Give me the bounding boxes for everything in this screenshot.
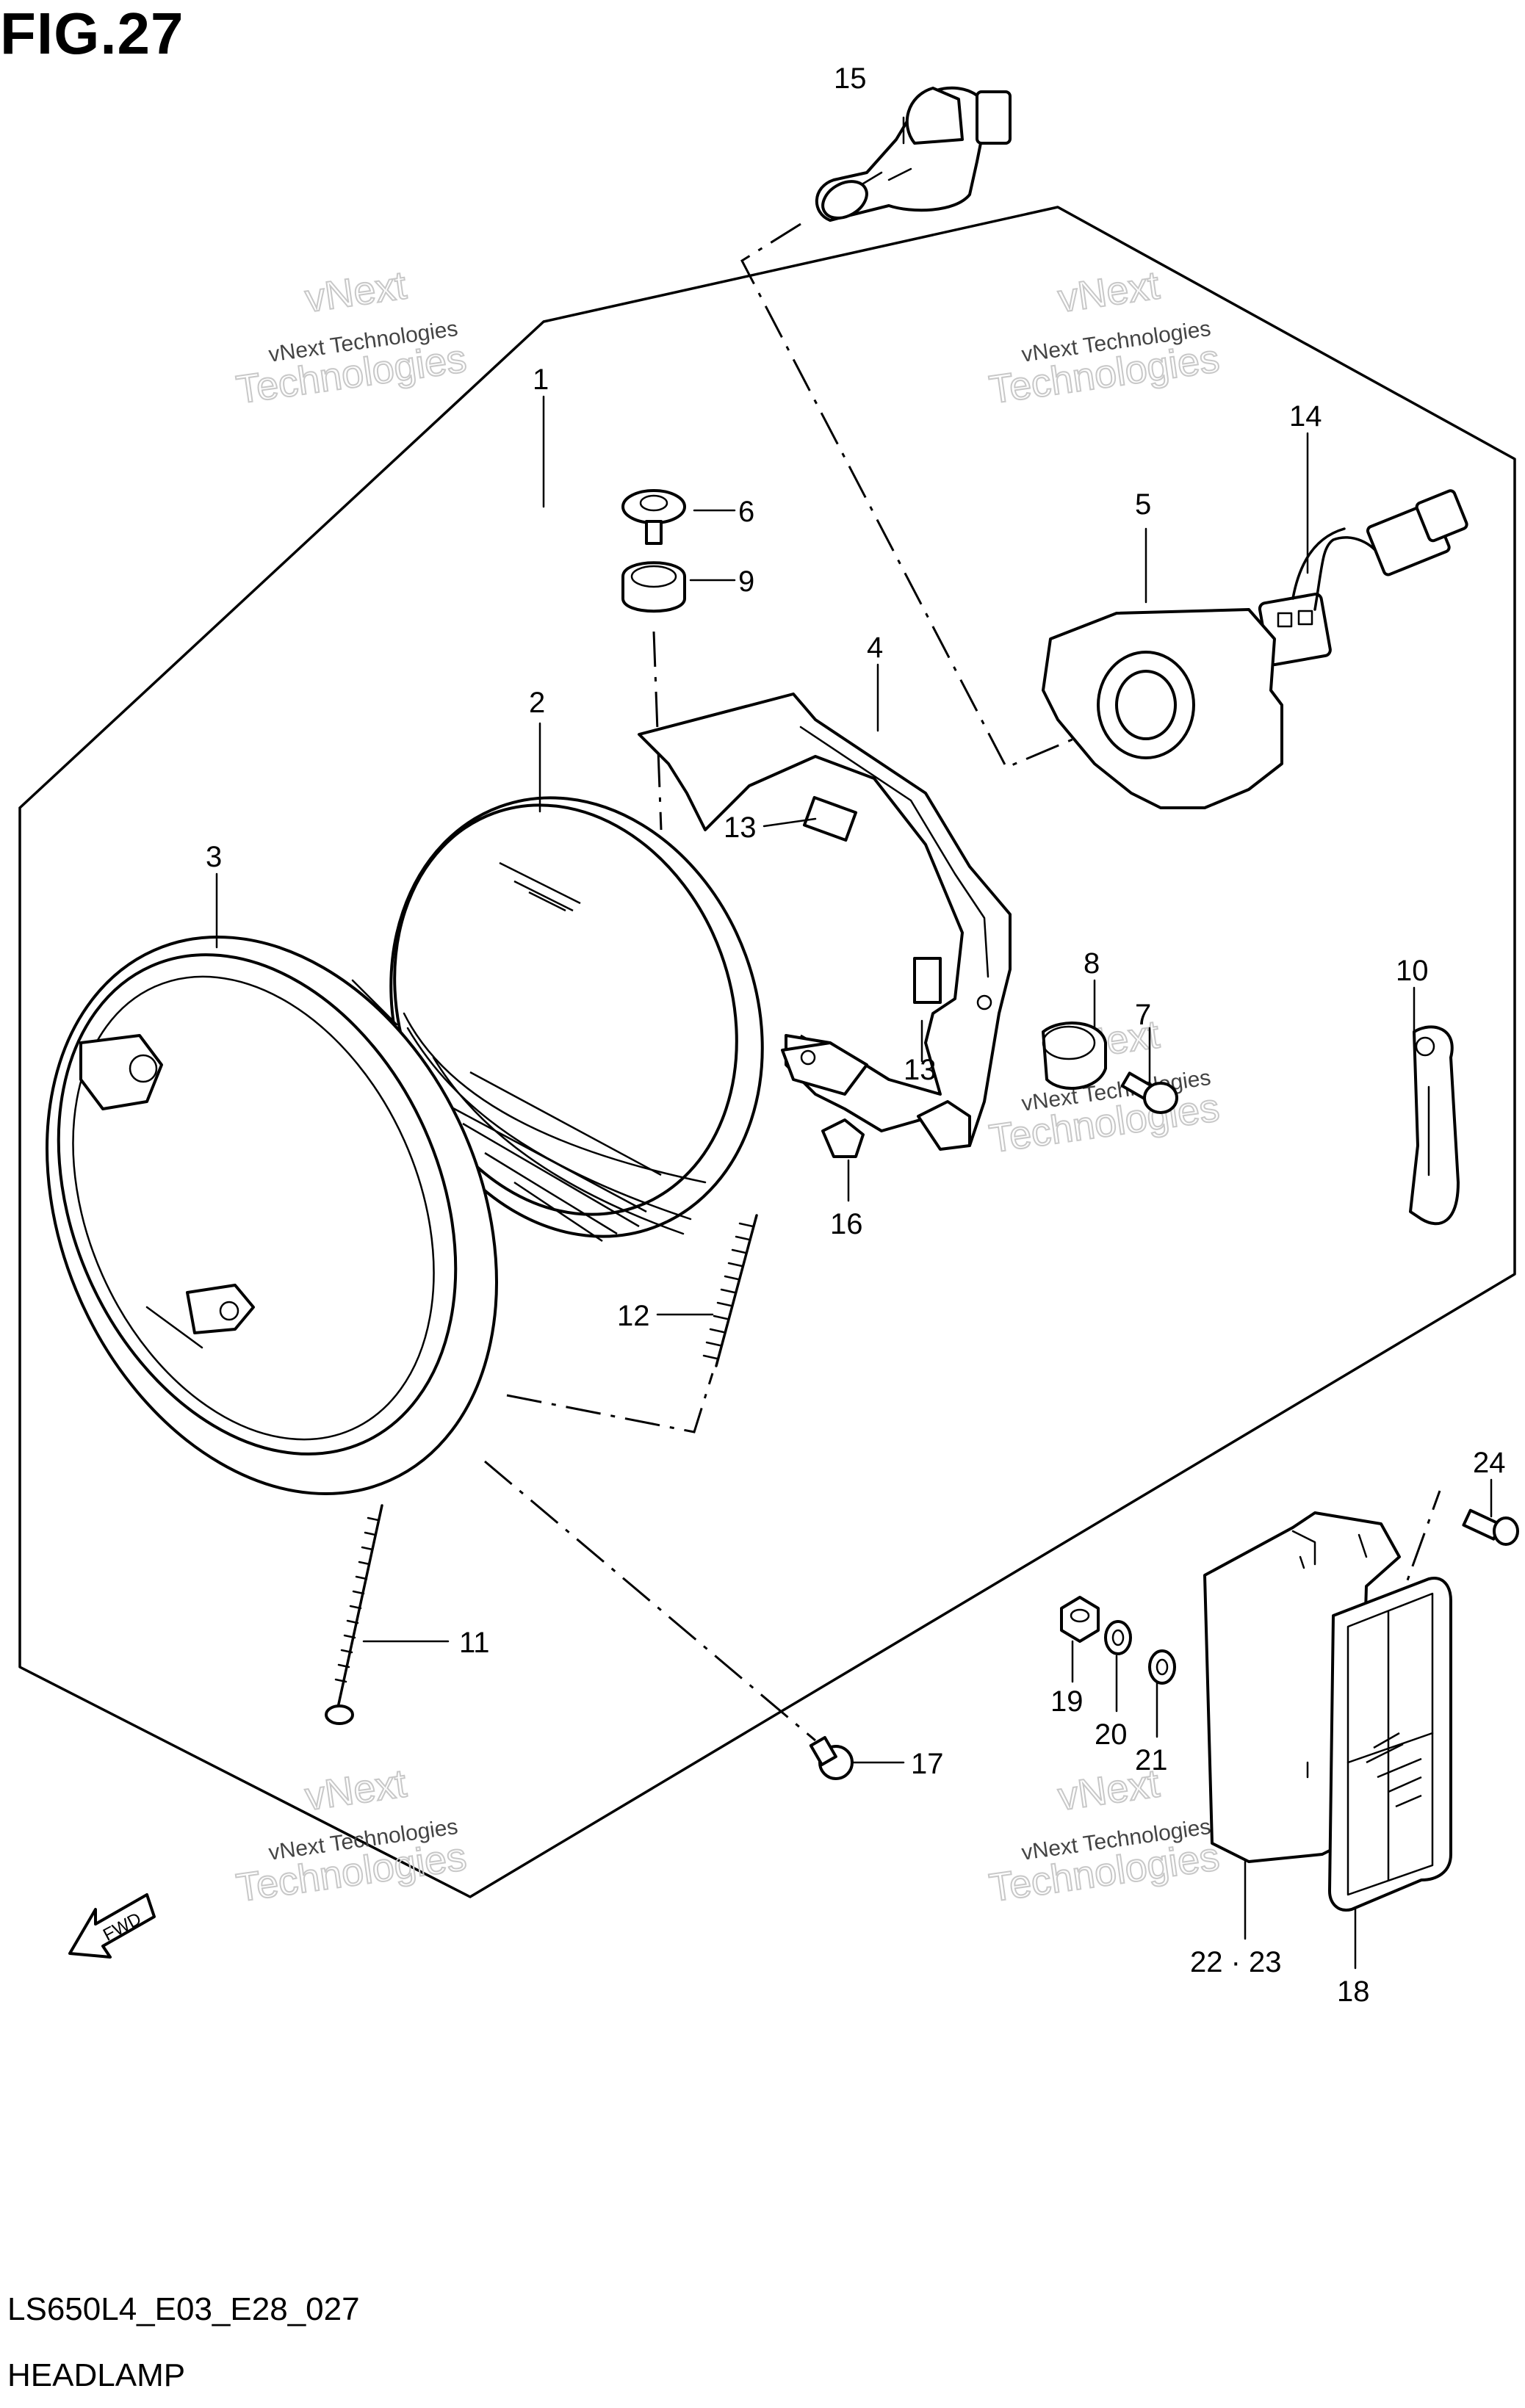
part-12-spring <box>702 1214 758 1367</box>
watermark-text: vNext <box>1056 263 1162 321</box>
part-7-screw <box>1120 1071 1178 1114</box>
callout-15: 14 <box>1289 400 1322 433</box>
figure-code: LS650L4_E03_E28_027 <box>7 2291 360 2327</box>
part-17-bolt <box>809 1736 854 1780</box>
callout-18: 18 <box>1337 1975 1370 2008</box>
part-16-bulb <box>815 86 1012 222</box>
assembly-frame <box>18 206 1516 1898</box>
callout-14: 16 <box>830 1208 863 1240</box>
callout-1: 1 <box>533 364 549 396</box>
watermark-text: vNext <box>303 263 409 321</box>
part-24-screw <box>1462 1508 1519 1546</box>
part-10-bracket <box>1409 1025 1460 1226</box>
callout-13: 13 <box>724 811 757 844</box>
callout-16: 15 <box>834 62 867 95</box>
part-9-grommet <box>621 561 686 613</box>
callout-12: 12 <box>617 1300 650 1332</box>
part-6-screw <box>621 489 686 545</box>
callout-17: 17 <box>911 1748 944 1780</box>
callout-4: 4 <box>867 632 883 664</box>
callout-24: 24 <box>1473 1447 1506 1479</box>
figure-name: HEADLAMP <box>7 2357 186 2393</box>
callout-6: 6 <box>738 496 754 528</box>
callout-7: 7 <box>1135 999 1151 1031</box>
callout-3: 3 <box>206 841 222 873</box>
callout-5: 5 <box>1135 488 1151 521</box>
callout-22-23: 22 · 23 <box>1190 1946 1282 1978</box>
part-20-washer <box>1104 1620 1132 1655</box>
watermark-text: vNext <box>303 1761 409 1819</box>
callout-21: 21 <box>1135 1744 1168 1776</box>
part-11-screw <box>325 1504 383 1725</box>
part-5-cover <box>1042 608 1283 809</box>
callout-labels: 15 1 6 9 5 14 4 2 3 13 8 7 10 13 16 12 1… <box>206 62 1506 2008</box>
callout-11: 11 <box>459 1627 490 1659</box>
part-3-rim <box>46 935 498 1496</box>
leader-lines <box>215 116 1493 1970</box>
part-14-nut <box>821 1118 865 1158</box>
callout-8: 8 <box>1084 947 1100 980</box>
figure-title: FIG.27 <box>0 1 184 66</box>
part-21-washer <box>1148 1649 1176 1685</box>
callout-19: 19 <box>1050 1685 1084 1718</box>
callout-9: 9 <box>738 565 754 598</box>
part-19-nut <box>1060 1596 1100 1643</box>
part-4-bracket <box>638 693 1012 1151</box>
callout-13b: 13 <box>904 1054 937 1086</box>
part-8-grommet <box>1042 1022 1107 1090</box>
part-18-reflector <box>1328 1577 1452 1912</box>
part-15-connector <box>1258 489 1468 666</box>
callout-2: 2 <box>529 687 545 719</box>
fwd-arrow: FWD <box>68 1893 156 1959</box>
callout-10: 10 <box>1396 955 1429 987</box>
part-2-headlight-unit <box>389 796 764 1243</box>
callout-20: 20 <box>1095 1718 1128 1751</box>
